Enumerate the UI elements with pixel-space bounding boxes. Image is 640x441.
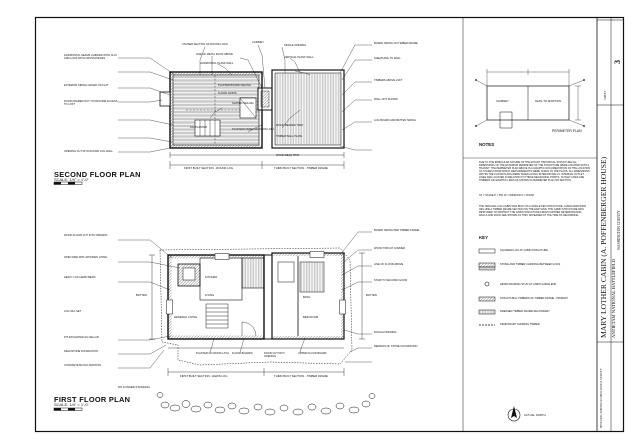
ff-dim-right: BATTEN [366,293,377,297]
second-floor-scale: SCALE: 1/4" = 1'-0" [54,177,89,182]
ff-room-left: GENERAL LIVING [174,315,198,319]
key-item-1: SQUARED LOG AT CABIN STRUCTURE [500,249,549,252]
sf-note-top-1: UNUSED SECTION OF ROUND LOGS [182,43,228,46]
ff-room-kitchen: KITCHEN [205,275,218,279]
title-block-main: MARY LOTHER CABIN (A. POFFENBERGER HOUSE… [599,156,608,338]
ff-note-mid-1: PLASTER ON WOOD LATH [196,352,229,355]
notes-abbr: ST = STAKE P = PIN W = WINDOW D = DOOR [479,194,535,197]
ff-note-left-3: HEAVY LOG HEWN BEAM [64,276,96,279]
title-block-county: WASHINGTON COUNTY [617,210,621,250]
sf-note-mid-3: SLOPED CEILING [232,102,254,105]
sf-note-top-8: VERTICAL PLANK WALL [284,56,314,59]
perimeter-title: PERIMETER PLAN [552,129,582,133]
ff-note-right-6: REMAINS OF STONE FOUNDATION [374,345,418,348]
ff-note-left-7: CONCRETE BLOCK ADDITION [64,364,102,367]
sf-note-right-2: SHEATHING TO WALL [374,57,401,60]
sf-note-top-10: PLASTER FINISH ON WOOD LATH [232,128,274,131]
sf-note-right-5: LOG BOARD AND BATTEN SIDING [374,119,416,122]
sf-note-mid-2: TIMBER WALL PLATE [276,135,303,138]
ff-note-mid-3: DOOR CUT INTO OPENING [264,352,285,359]
ff-section-a-label: FIRST BUILT SECTION - HEWN LOG [180,374,228,378]
sf-note-right-1: BOARD SIDING ON TIMBER FRAME [374,42,418,45]
key-heading: KEY [479,235,489,240]
ff-note-right-5: ROUGH OPENING [374,331,397,334]
first-floor-scale: SCALE: 1/4" = 1'-0" [54,402,89,407]
key-symbols [478,248,496,326]
ff-room-right: BED ROOM [303,315,319,319]
sf-section-a-label: FIRST BUILT SECTION - ROUND LOG [184,166,234,170]
title-block-sheet-label: SHEET [603,90,607,100]
scale-bar-first [53,407,83,411]
sf-note-left-3: DOOR FRAMED OUT TO PROVIDE ACCESS TO LOF… [64,100,118,107]
ff-note-right-2: WOOD TRIM AT CORNER [374,247,405,250]
north-arrow-icon [507,406,521,422]
key-item-3: HEWN FRAMING STUD AT CABIN GABLE END [500,283,557,286]
stone-rubble [156,392,376,416]
sf-note-left-4: OPENING CUT INTO ROUND LOG WALL [64,150,113,153]
ff-note-mid-2: FLOOR BOARDS [232,352,253,355]
first-floor-title: FIRST FLOOR PLAN [54,395,131,404]
ff-note-right-3: LINE OF FLOOR ABOVE [374,263,404,266]
sf-note-top-7: SINGLE OPENING [284,44,307,47]
ff-note-left-6: FIELDSTONE FOUNDATION [64,350,98,353]
key-item-4: STRUCTURAL TIMBERS OF TIMBER FRAME - PRI… [500,297,569,300]
ff-note-left-5: PIT EXCAVATED AS CELLAR [64,336,99,339]
sf-note-right-3: TIMBERS ABOVE LOFT [374,79,403,82]
ff-room-living: LIVING [205,293,215,297]
ff-note-left-1: WOOD FLOOR CUT INTO OPENING [64,234,108,237]
title-block-agency: HISTORIC AMERICAN BUILDINGS SURVEY [599,368,603,428]
first-floor-plan [53,231,376,416]
sf-note-top-4: HORIZONTAL PLANK WALL [200,62,234,65]
ff-note-right-4: STAIR TO SECOND FLOOR [374,279,408,282]
scale-bar-second [53,181,83,185]
sf-section-b-label: THIRD BUILT SECTION - TIMBER FRAME [274,166,328,170]
sf-note-top-5: PLASTER BOARD CEILING [218,84,251,87]
north-label: ACTUAL NORTH [524,413,546,417]
ff-note-left-2: OPEN FIRE WITH WOODEN LINTEL [64,256,108,259]
notes-heading: NOTES [479,142,495,147]
sf-note-top-6: FLOOR JOISTS [218,92,237,95]
second-floor-plan [53,44,372,185]
perimeter-label-leanto: LEAN-TO ADDITION [535,99,562,103]
key-item-2: STONE AND TIMBER CHINKING BETWEEN LOGS [500,263,561,266]
notes-para-1: DUE TO THE IRREGULAR NATURE OF THE EXTAN… [479,161,591,182]
key-item-5: DRESSED TIMBER FRAME SECONDARY [500,310,550,313]
title-block-location: ANTIETAM NATIONAL BATTLEFIELD [611,258,616,338]
ff-dim-left: BATTEN [136,293,147,297]
sf-note-left-2: EXTERIOR SIDING NAILED ON FLAT [64,84,109,87]
sf-note-top-9: ALL PLASTER [190,126,208,129]
sf-note-mid-1: WOOD BEADED TRIM [276,124,303,127]
notes-para-2: THE ORIGINAL LOG CABIN WAS BUILT AS A SI… [479,205,586,217]
sf-note-left-1: HORIZONTAL SEAMS CHINKED WITH CLAY AND L… [64,54,118,61]
ff-room-bath: BATH [303,295,311,299]
sf-note-top-3: CHIMNEY [252,41,264,44]
key-item-6: TEMPORARY SHORING TIMBER [500,323,540,326]
ff-note-mid-4: UPPER FLOOR BOARD [298,352,327,355]
perimeter-label-chimney: CHIMNEY [496,99,509,103]
title-block-sheet-no: 3 [613,60,622,64]
second-floor-title: SECOND FLOOR PLAN [54,170,141,179]
ff-section-b-label: THIRD BUILT SECTION - TIMBER FRAME [274,374,328,378]
sf-note-mid-4: WOOD BEAD TRIM [276,154,300,157]
ff-note-right-1: BOARD SIDING PER TIMBER FRAME [374,229,420,232]
sf-note-right-4: WALL NOT SHOWN [374,98,398,101]
sheet-border [34,16,625,433]
perimeter-plan [475,69,585,129]
ff-note-left-4: LOG SILL SET [64,310,82,313]
sf-note-top-2: LINE OF METAL ROOF ABOVE [196,53,233,56]
ff-extra-label: NO LONGER STANDING [118,385,150,389]
